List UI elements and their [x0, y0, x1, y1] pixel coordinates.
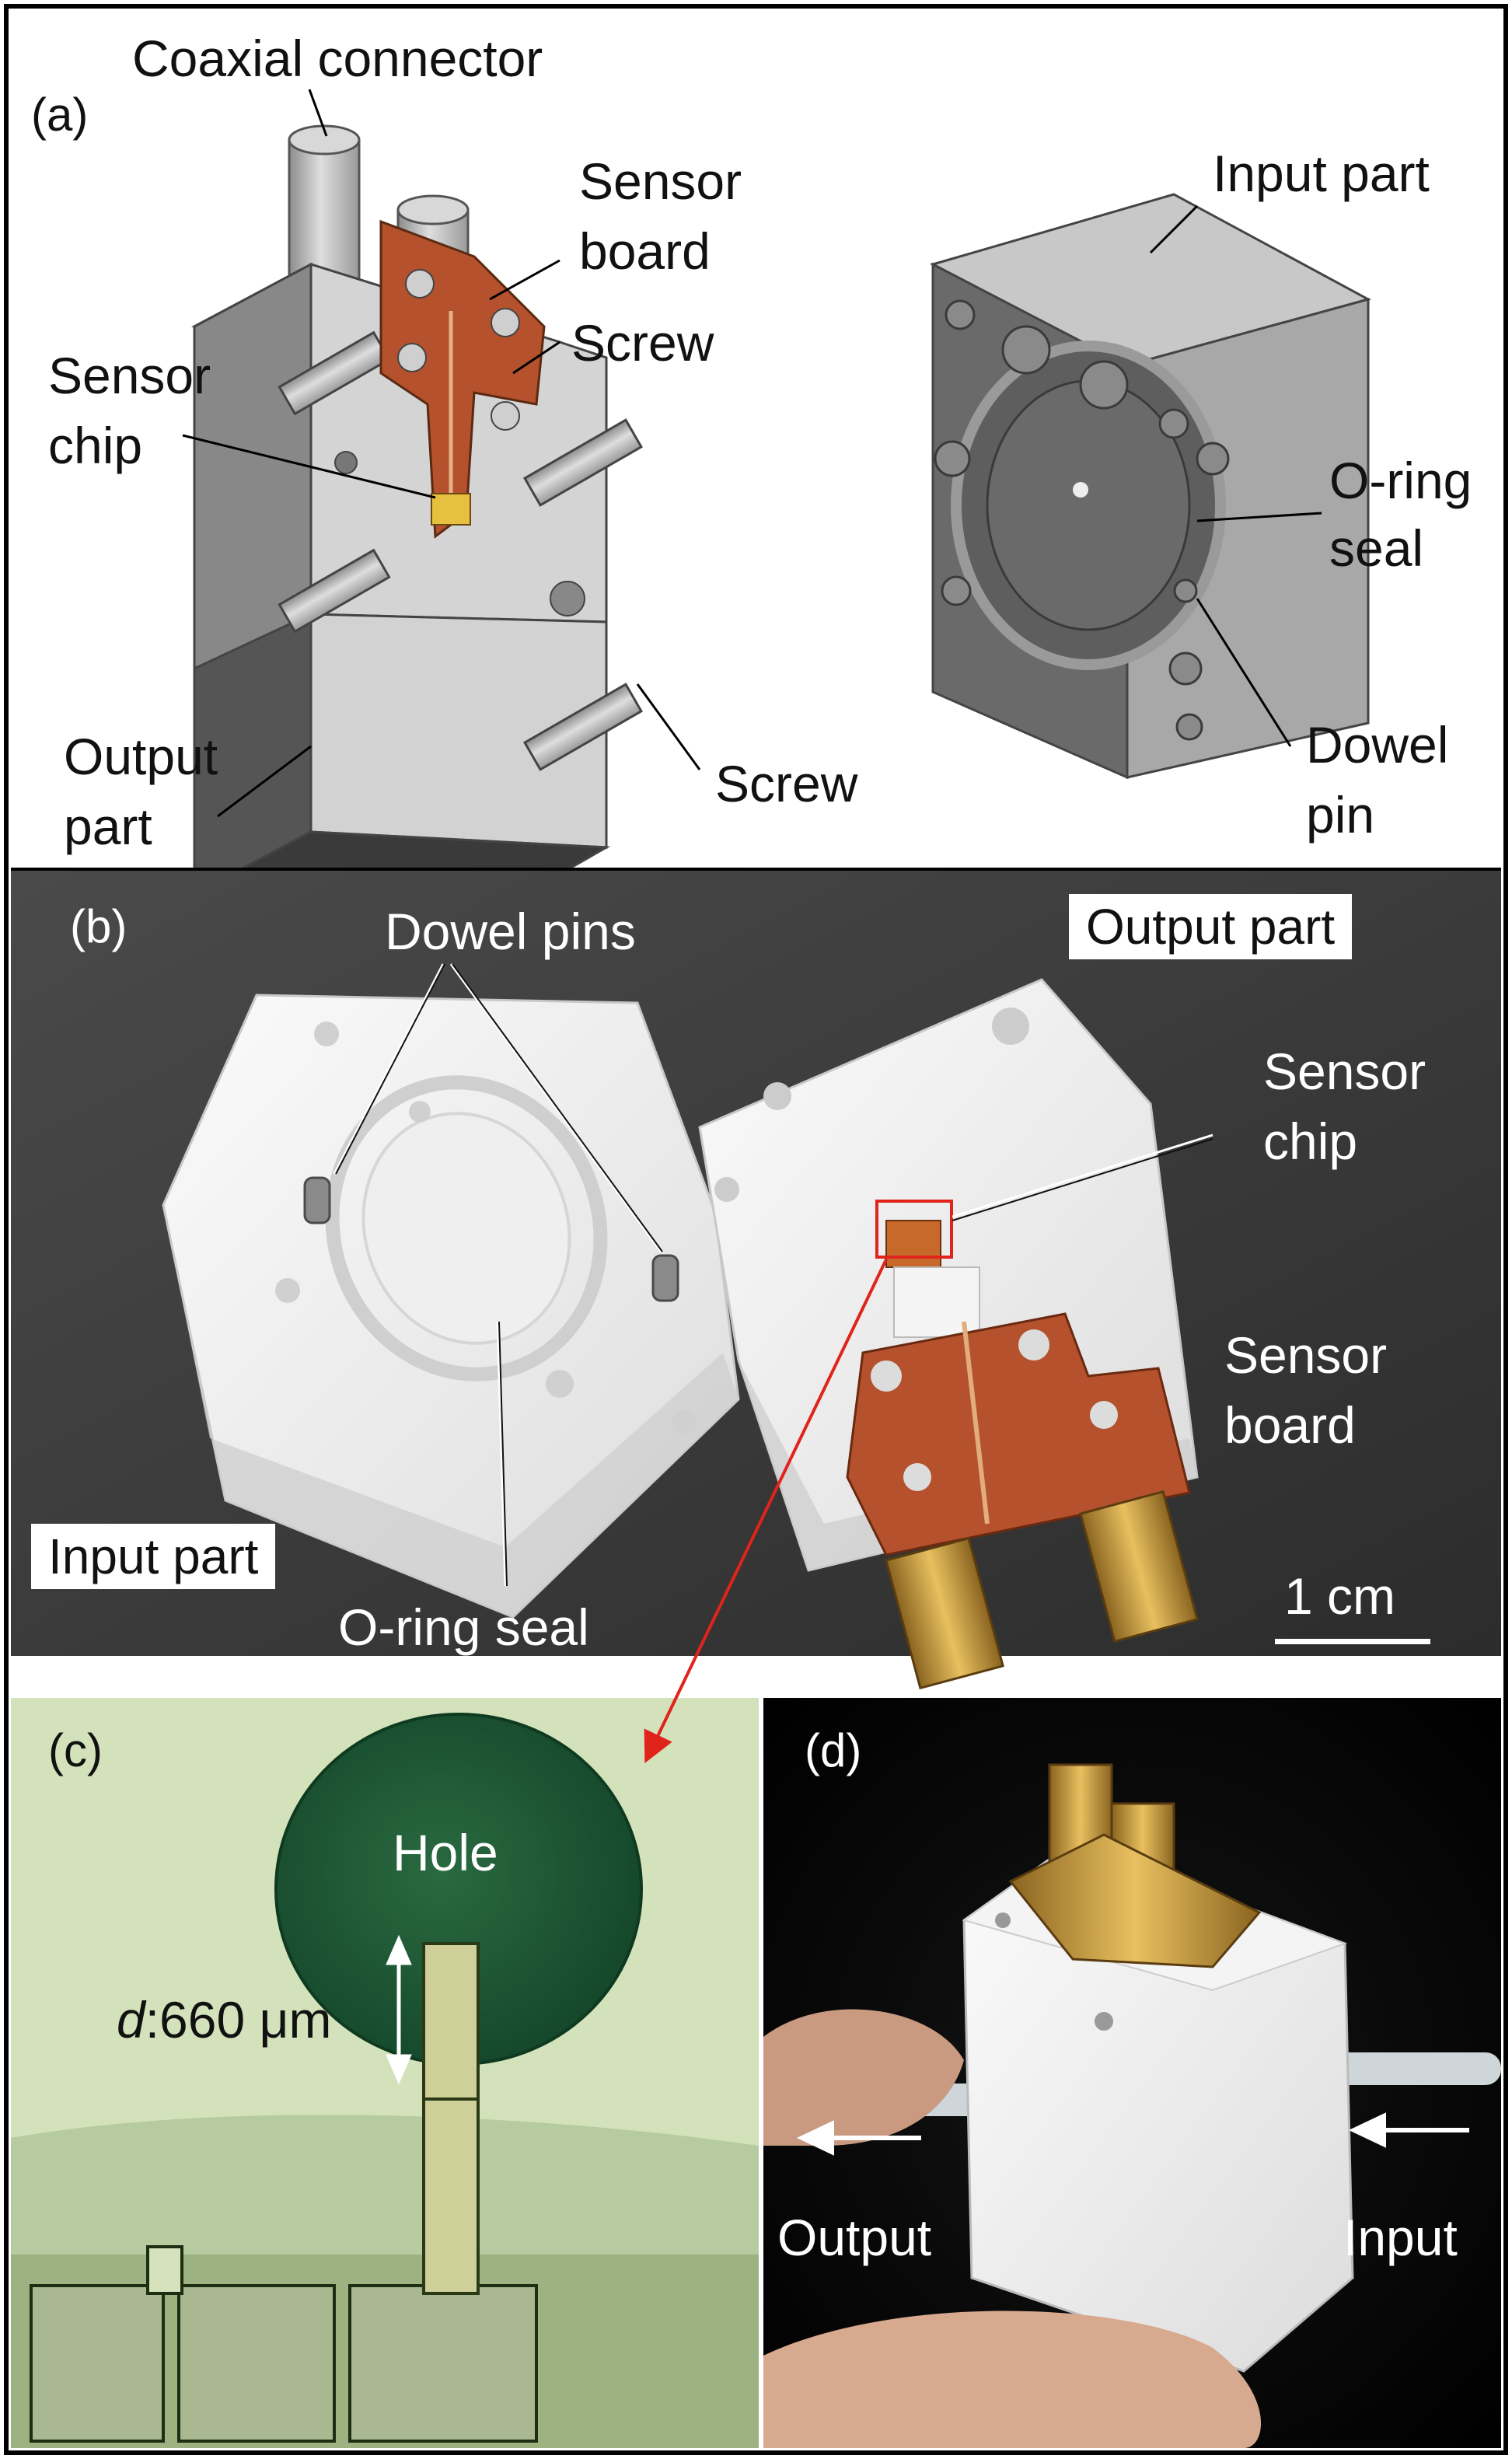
panel-c: [11, 1698, 759, 2448]
label-input-d: Input: [1343, 2209, 1458, 2266]
label-screw-top: Screw: [571, 314, 714, 372]
label-output-part-1: Output: [64, 728, 218, 785]
output-part-model: [190, 124, 644, 911]
label-dowel-pins: Dowel pins: [385, 903, 636, 960]
panel-c-tag: (c): [48, 1724, 103, 1776]
label-dowel-1: Dowel: [1306, 716, 1449, 774]
label-oring-1: O-ring: [1329, 452, 1472, 509]
zoom-arrow: [644, 1259, 888, 1764]
panel-b-tag: (b): [70, 900, 127, 952]
label-coaxial-connector: Coaxial connector: [132, 30, 543, 87]
label-sensor-chip-2: chip: [48, 417, 143, 474]
label-input-part-b: Input part: [31, 1524, 276, 1589]
label-output-part-b: Output part: [1069, 894, 1353, 959]
label-sensor-board-b-1: Sensor: [1224, 1326, 1388, 1384]
label-sensor-chip-1: Sensor: [48, 347, 211, 404]
label-diameter: d:660 μm: [117, 1994, 332, 2045]
label-sensor-chip-b-1: Sensor: [1263, 1043, 1426, 1100]
panel-a-tag: (a): [31, 89, 89, 141]
sma-connectors: [885, 1490, 1199, 1690]
label-sensor-chip-b-2: chip: [1263, 1112, 1358, 1170]
scale-bar-label: 1 cm: [1284, 1567, 1396, 1625]
figure-border: [4, 4, 1508, 2455]
diameter-arrow: [386, 1934, 412, 2085]
label-output-part-2: part: [64, 798, 152, 855]
label-sensor-board-1: Sensor: [579, 152, 742, 210]
label-oring-2: seal: [1329, 519, 1424, 577]
label-hole: Hole: [393, 1824, 498, 1881]
label-sensor-board-b-2: board: [1224, 1396, 1356, 1454]
label-oring-seal-b: O-ring seal: [338, 1598, 589, 1656]
label-input-part-a: Input part: [1213, 145, 1430, 202]
label-dowel-2: pin: [1306, 786, 1375, 844]
scale-bar: [1275, 1639, 1430, 1644]
label-screw-bottom: Screw: [715, 755, 858, 812]
panel-d-tag: (d): [805, 1724, 862, 1776]
label-diameter-value: :660 μm: [145, 1991, 332, 2049]
input-part-model: [929, 193, 1372, 780]
label-sensor-board-2: board: [579, 222, 711, 280]
panel-d: [763, 1698, 1501, 2448]
label-diameter-var: d: [117, 1991, 145, 2049]
chip-highlight-box: [875, 1200, 953, 1259]
label-output-d: Output: [777, 2209, 932, 2266]
